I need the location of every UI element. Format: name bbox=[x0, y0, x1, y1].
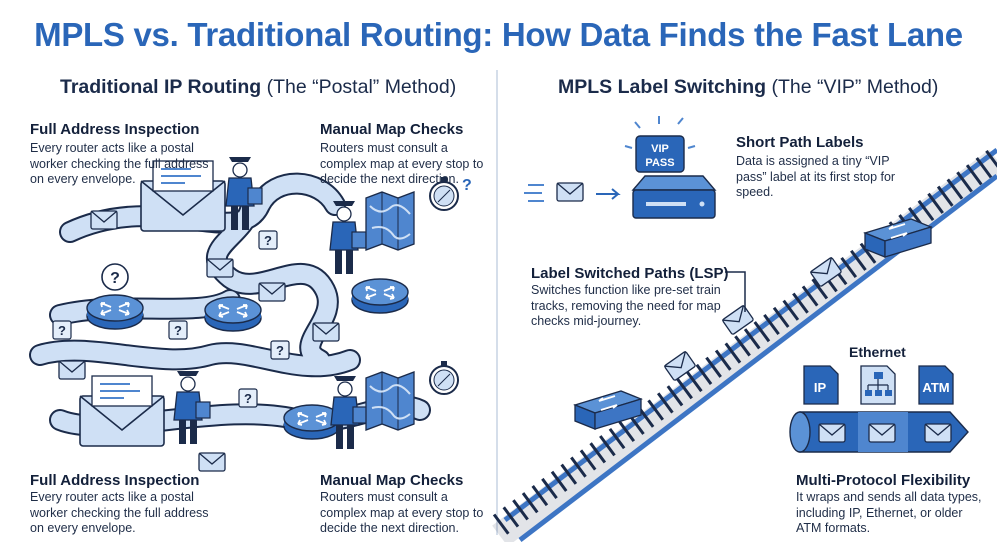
question-card-icon bbox=[168, 320, 188, 340]
callout-title: Manual Map Checks bbox=[320, 472, 464, 489]
callout-body: Routers must consult a complex map at ev… bbox=[320, 141, 484, 186]
svg-text:IP: IP bbox=[814, 380, 827, 395]
envelope-icon bbox=[258, 282, 286, 302]
left-heading-rest: (The “Postal” Method) bbox=[261, 76, 457, 98]
question-card-icon bbox=[258, 230, 278, 250]
routing-road bbox=[29, 172, 431, 437]
map-reader-icon bbox=[330, 375, 368, 450]
svg-text:?: ? bbox=[110, 270, 120, 287]
router-icon bbox=[351, 278, 409, 314]
vip-label-line-2: PASS bbox=[645, 157, 674, 169]
right-heading-bold: MPLS Label Switching bbox=[558, 76, 767, 98]
callout-body: Data is assigned a tiny “VIP pass” label… bbox=[736, 154, 896, 199]
svg-text:ATM: ATM bbox=[922, 380, 949, 395]
ip-protocol-icon: IP bbox=[803, 365, 839, 405]
router-icon bbox=[86, 294, 144, 330]
envelope-icon bbox=[206, 258, 234, 278]
callout-body: Every router acts like a postal worker c… bbox=[30, 490, 209, 535]
callout-title: Short Path Labels bbox=[736, 134, 864, 151]
label-switch-router-icon bbox=[864, 218, 932, 258]
callout-title: Manual Map Checks bbox=[320, 121, 464, 138]
edge-router-device-icon bbox=[631, 175, 717, 219]
left-section-heading: Traditional IP Routing (The “Postal” Met… bbox=[60, 76, 456, 99]
callout-title: Multi-Protocol Flexibility bbox=[796, 472, 971, 489]
incoming-envelope-icon bbox=[524, 182, 621, 202]
callout-title: Full Address Inspection bbox=[30, 121, 200, 138]
envelope-icon bbox=[312, 322, 340, 342]
callout-body: Switches function like pre-set train tra… bbox=[531, 283, 721, 328]
left-heading-bold: Traditional IP Routing bbox=[60, 76, 262, 98]
callout-body: It wraps and sends all data types, inclu… bbox=[796, 490, 982, 535]
envelope-icon bbox=[198, 452, 226, 472]
vip-label-line-1: VIP bbox=[651, 143, 669, 155]
ethernet-label: Ethernet bbox=[849, 344, 906, 360]
compass-icon bbox=[429, 360, 459, 395]
callout-title: Full Address Inspection bbox=[30, 472, 200, 489]
vip-pass-icon: VIP PASS bbox=[624, 116, 696, 173]
map-icon bbox=[365, 371, 415, 431]
callout-title: Label Switched Paths (LSP) bbox=[531, 265, 729, 282]
postal-worker-icon bbox=[173, 370, 211, 445]
tunnel-icon bbox=[789, 411, 969, 453]
question-mark-icon: ? bbox=[462, 177, 472, 194]
envelope-icon bbox=[90, 210, 118, 230]
right-section-heading: MPLS Label Switching (The “VIP” Method) bbox=[558, 76, 938, 99]
question-mark-icon: ? bbox=[101, 263, 129, 291]
network-icon bbox=[860, 365, 896, 405]
page-title: MPLS vs. Traditional Routing: How Data F… bbox=[34, 16, 963, 53]
question-card-icon bbox=[52, 320, 72, 340]
atm-protocol-icon: ATM bbox=[918, 365, 954, 405]
question-card-icon bbox=[270, 340, 290, 360]
right-heading-rest: (The “VIP” Method) bbox=[766, 76, 939, 98]
map-icon bbox=[365, 191, 415, 251]
lsp-callout-line bbox=[725, 271, 746, 312]
large-envelope-icon bbox=[140, 160, 226, 232]
envelope-icon bbox=[58, 360, 86, 380]
question-card-icon bbox=[238, 388, 258, 408]
router-icon bbox=[204, 296, 262, 332]
large-envelope-icon bbox=[79, 375, 165, 447]
labeled-envelope-icon bbox=[721, 304, 755, 336]
callout-body: Routers must consult a complex map at ev… bbox=[320, 490, 484, 535]
callout-body: Every router acts like a postal worker c… bbox=[30, 141, 209, 186]
